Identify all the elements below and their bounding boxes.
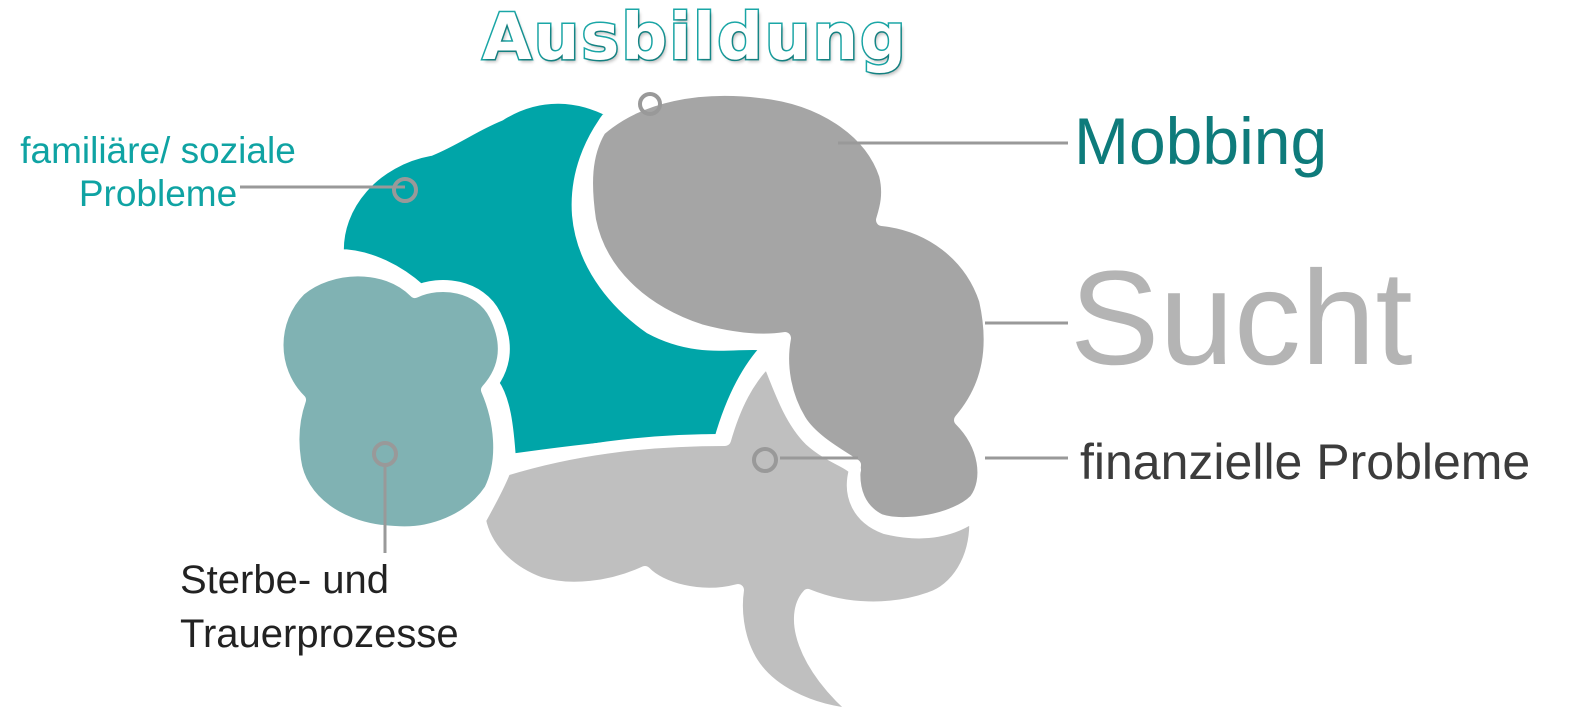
label-finance: finanzielle Probleme — [1080, 434, 1531, 490]
label-sucht: Sucht — [1070, 244, 1413, 393]
connector-lines — [240, 141, 1068, 553]
ring-marker-icon — [638, 92, 662, 116]
label-family-social-line2: Probleme — [78, 172, 238, 214]
lobe-mobbing-addiction — [581, 83, 996, 530]
ring-marker-icon — [752, 447, 778, 473]
label-grief-line2: Trauerprozesse — [180, 612, 459, 656]
label-grief: Sterbe- und Trauerprozesse — [180, 553, 500, 661]
label-ausbildung: Ausbildung — [481, 0, 908, 76]
lobe-grief — [271, 264, 510, 539]
label-family-social: familiäre/ soziale Probleme — [8, 130, 308, 215]
label-mobbing: Mobbing — [1074, 104, 1328, 178]
ring-marker-icon — [372, 441, 398, 467]
lobe-finance — [474, 354, 982, 721]
ring-marker-icon — [392, 177, 418, 203]
connector-markers — [372, 92, 778, 473]
label-family-social-line1: familiäre/ soziale — [20, 130, 296, 171]
label-grief-line1: Sterbe- und — [180, 558, 390, 602]
